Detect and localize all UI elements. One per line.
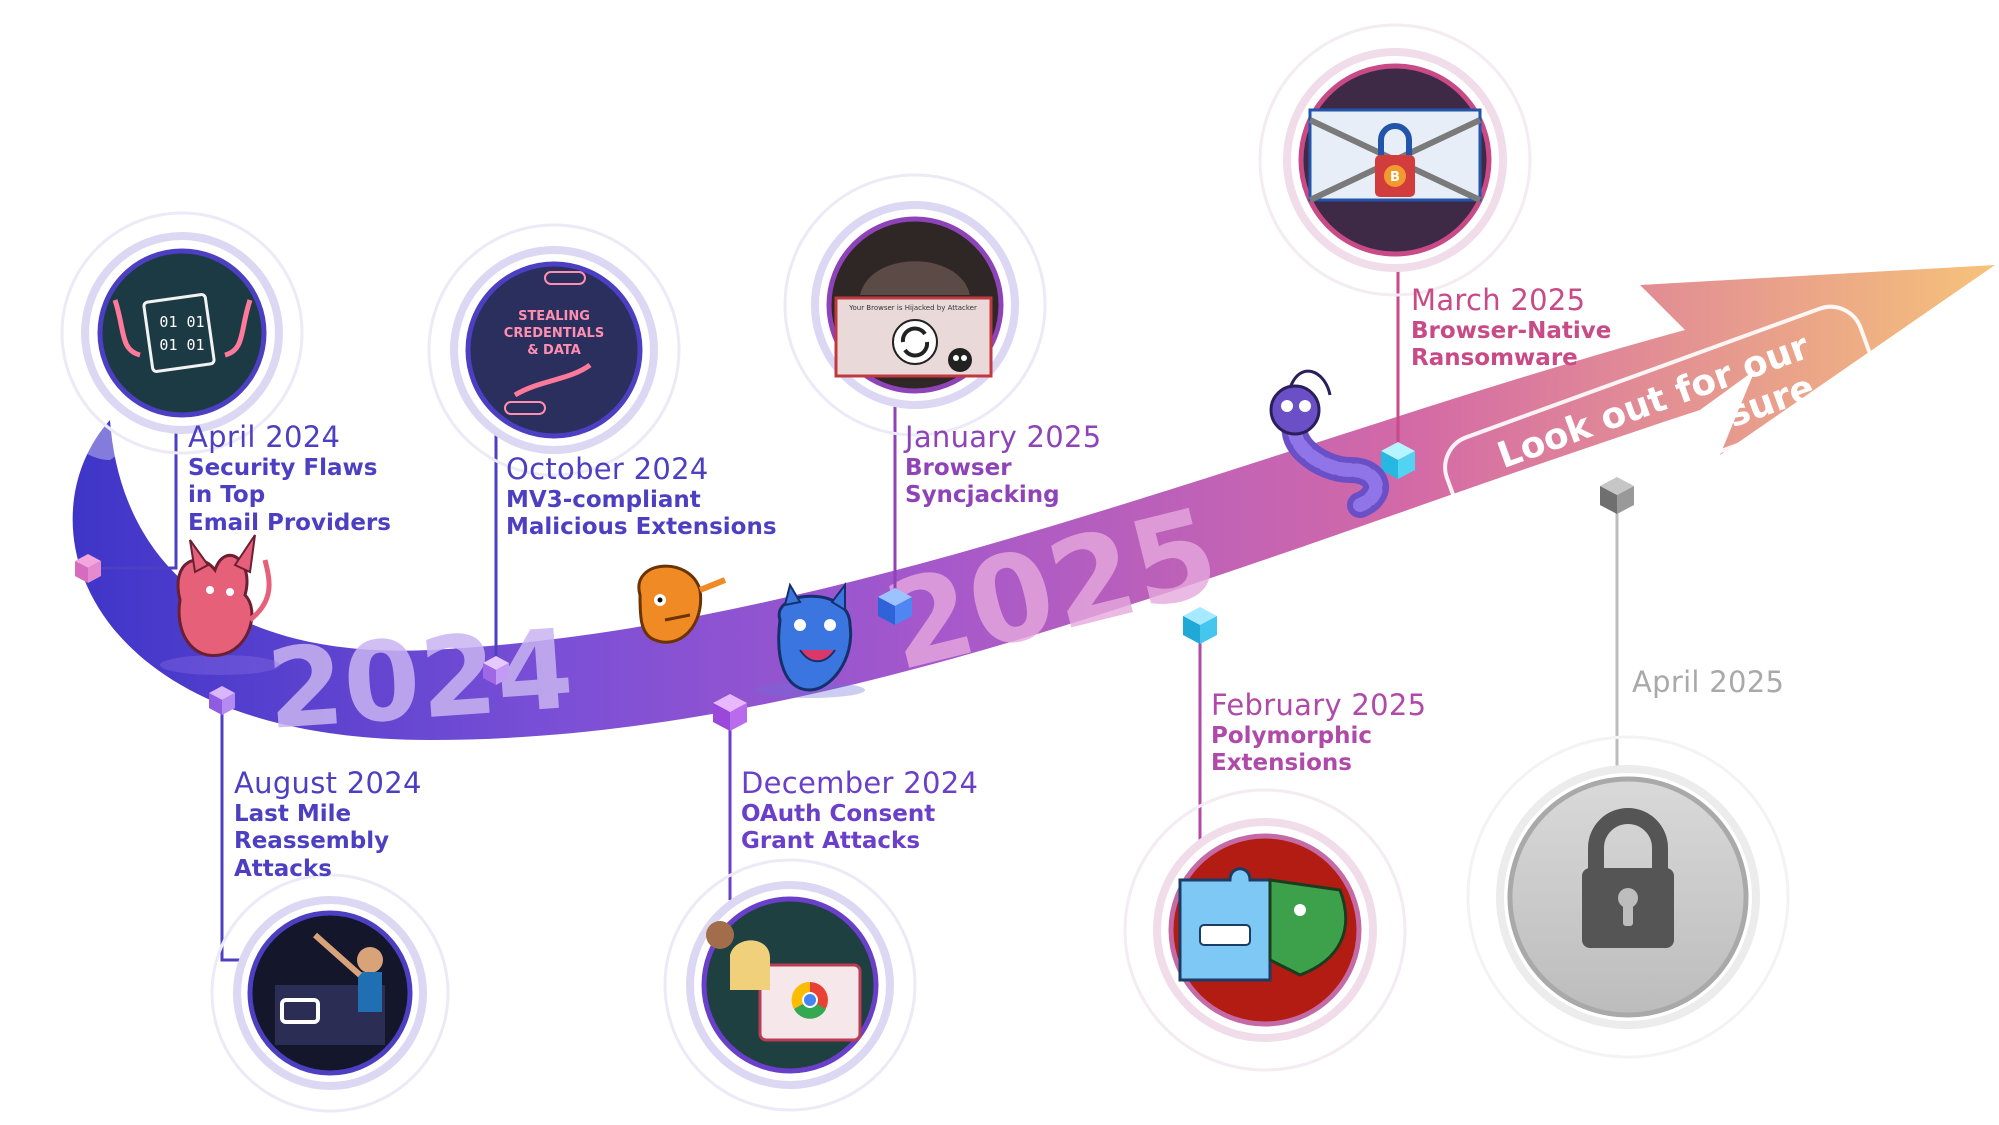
cube-oct2024 (483, 656, 509, 685)
event-title: MV3-compliant Malicious Extensions (506, 486, 777, 541)
cube-dec2024 (713, 694, 747, 731)
event-label-aug2024: August 2024 Last Mile Reassembly Attacks (234, 766, 422, 884)
jan2025-image-text: Your Browser is Hijacked by Attacker (848, 304, 977, 312)
event-image-apr2025 (1466, 735, 1790, 1059)
oct2024-image-text-1: STEALING (518, 309, 590, 324)
apr2024-image-text-2: 01 01 (159, 336, 204, 354)
event-date: April 2025 (1632, 665, 1785, 699)
apr2024-image-text-1: 01 01 (159, 313, 204, 331)
event-title: Security Flaws in Top Email Providers (188, 454, 391, 536)
refresh-icon (900, 326, 930, 358)
event-title: Browser Syncjacking (905, 454, 1060, 509)
bitcoin-icon: B (1384, 165, 1406, 187)
event-title: Browser-Native Ransomware (1411, 317, 1612, 372)
event-title: Last Mile Reassembly Attacks (234, 800, 390, 882)
oct2024-image-text-2: CREDENTIALS (504, 326, 604, 341)
orange-monster-icon (637, 564, 727, 644)
timeline-tail-fade (40, 400, 140, 460)
timeline-band (72, 265, 1996, 740)
skull-icon (948, 348, 972, 372)
event-image-aug2024 (210, 873, 450, 1113)
event-label-dec2024: December 2024 OAuth Consent Grant Attack… (741, 766, 978, 856)
year-2024-text: 2024 (263, 605, 577, 754)
event-date: January 2025 (905, 420, 1102, 454)
year-2025-text: 2025 (873, 482, 1231, 698)
cube-apr2025 (1600, 477, 1634, 514)
event-image-apr2024: 01 01 01 01 (60, 211, 304, 455)
devil-mascot-icon (160, 534, 280, 675)
event-title: OAuth Consent Grant Attacks (741, 800, 936, 855)
cube-aug2024 (209, 686, 235, 715)
event-image-oct2024: STEALING CREDENTIALS & DATA (427, 223, 681, 477)
event-image-mar2025: B (1258, 23, 1532, 297)
event-date: December 2024 (741, 766, 979, 800)
event-label-feb2025: February 2025 Polymorphic Extensions (1211, 688, 1426, 778)
event-label-apr2024: April 2024 Security Flaws in Top Email P… (188, 420, 391, 538)
event-label-oct2024: October 2024 MV3-compliant Malicious Ext… (506, 452, 777, 542)
oct2024-image-text-3: & DATA (527, 343, 581, 358)
event-image-feb2025 (1123, 788, 1407, 1072)
cube-jan2025 (878, 588, 912, 625)
blue-monster-icon (755, 582, 865, 698)
centipede-monster-icon (1269, 369, 1389, 518)
event-image-jan2025: Your Browser is Hijacked by Attacker (783, 173, 1047, 437)
event-title: Polymorphic Extensions (1211, 722, 1372, 777)
cube-mar2025 (1381, 442, 1415, 479)
event-date: March 2025 (1411, 283, 1586, 317)
cube-apr2024 (75, 554, 101, 583)
connector-apr2024 (88, 420, 178, 570)
event-date: October 2024 (506, 452, 709, 486)
chrome-logo-icon (791, 981, 828, 1019)
event-date: August 2024 (234, 766, 422, 800)
cube-feb2025 (1183, 607, 1217, 644)
event-label-apr2025: April 2025 (1632, 665, 1784, 700)
event-label-jan2025: January 2025 Browser Syncjacking (905, 420, 1102, 510)
event-date: February 2025 (1211, 688, 1427, 722)
event-label-mar2025: March 2025 Browser-Native Ransomware (1411, 283, 1611, 373)
lock-icon (1582, 808, 1674, 948)
event-image-dec2024 (663, 858, 917, 1112)
event-date: April 2024 (188, 420, 341, 454)
svg-text:B: B (1390, 170, 1400, 185)
